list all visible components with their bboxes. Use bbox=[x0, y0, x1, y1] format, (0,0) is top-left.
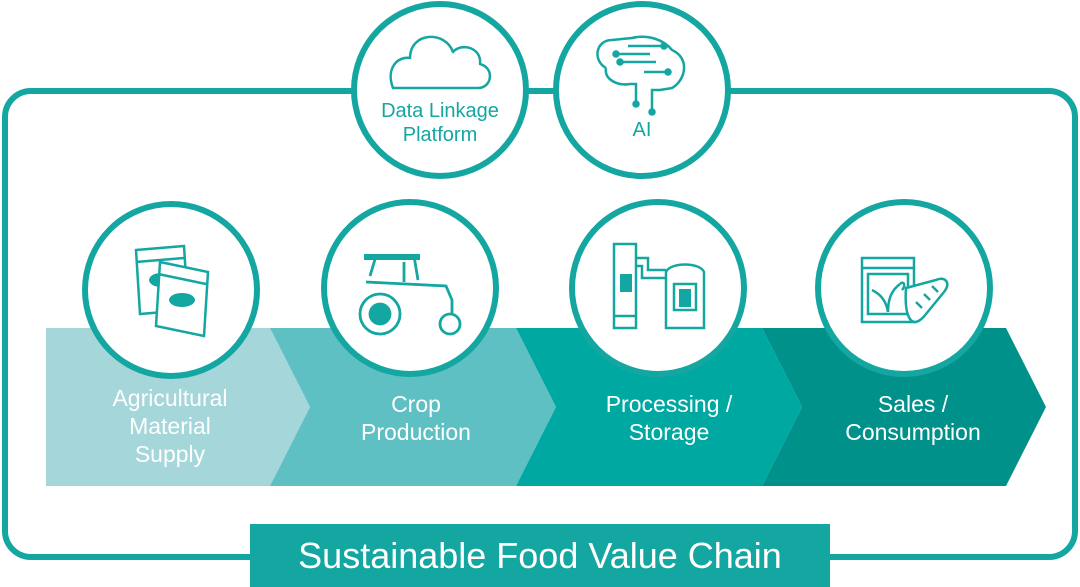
processing-label-line2: Storage bbox=[628, 419, 710, 445]
stage-arrow-crop bbox=[270, 328, 556, 486]
crop-label-line1: Crop bbox=[391, 391, 441, 417]
processing-circle bbox=[569, 199, 747, 377]
agricultural-label-line2: Material bbox=[129, 413, 211, 439]
crop-label-line2: Production bbox=[361, 419, 471, 445]
agricultural-label-line1: Agricultural bbox=[112, 385, 228, 411]
sales-label-line2: Consumption bbox=[845, 419, 981, 445]
data-linkage-circle bbox=[351, 1, 529, 179]
fertilizer-bags-icon bbox=[134, 244, 210, 338]
brain-circuit-icon bbox=[596, 35, 686, 116]
processing-label: Processing / Storage bbox=[564, 390, 774, 446]
crop-circle bbox=[321, 199, 499, 377]
diagram-title: Sustainable Food Value Chain bbox=[250, 524, 830, 587]
agricultural-label-line3: Supply bbox=[134, 441, 206, 467]
ai-circle bbox=[553, 1, 731, 179]
data-linkage-label-line2: Platform bbox=[402, 124, 478, 146]
sales-label-line1: Sales / bbox=[877, 391, 949, 417]
stage-arrow-processing bbox=[516, 328, 802, 486]
cloud-icon bbox=[389, 35, 492, 90]
ai-label: AI bbox=[632, 119, 652, 141]
rice-bag-bread-icon bbox=[860, 256, 949, 324]
crop-label: Crop Production bbox=[316, 390, 516, 446]
sales-label: Sales / Consumption bbox=[808, 390, 1018, 446]
tractor-icon bbox=[358, 254, 462, 336]
data-linkage-label-line1: Data Linkage bbox=[381, 100, 499, 122]
processing-label-line1: Processing / bbox=[605, 391, 733, 417]
silo-storage-icon bbox=[612, 242, 706, 330]
agricultural-label: Agricultural Material Supply bbox=[70, 384, 270, 468]
stage-arrow-agricultural bbox=[46, 328, 310, 486]
stage-arrow-sales bbox=[762, 328, 1046, 486]
data-linkage-label: Data Linkage Platform bbox=[370, 99, 510, 147]
